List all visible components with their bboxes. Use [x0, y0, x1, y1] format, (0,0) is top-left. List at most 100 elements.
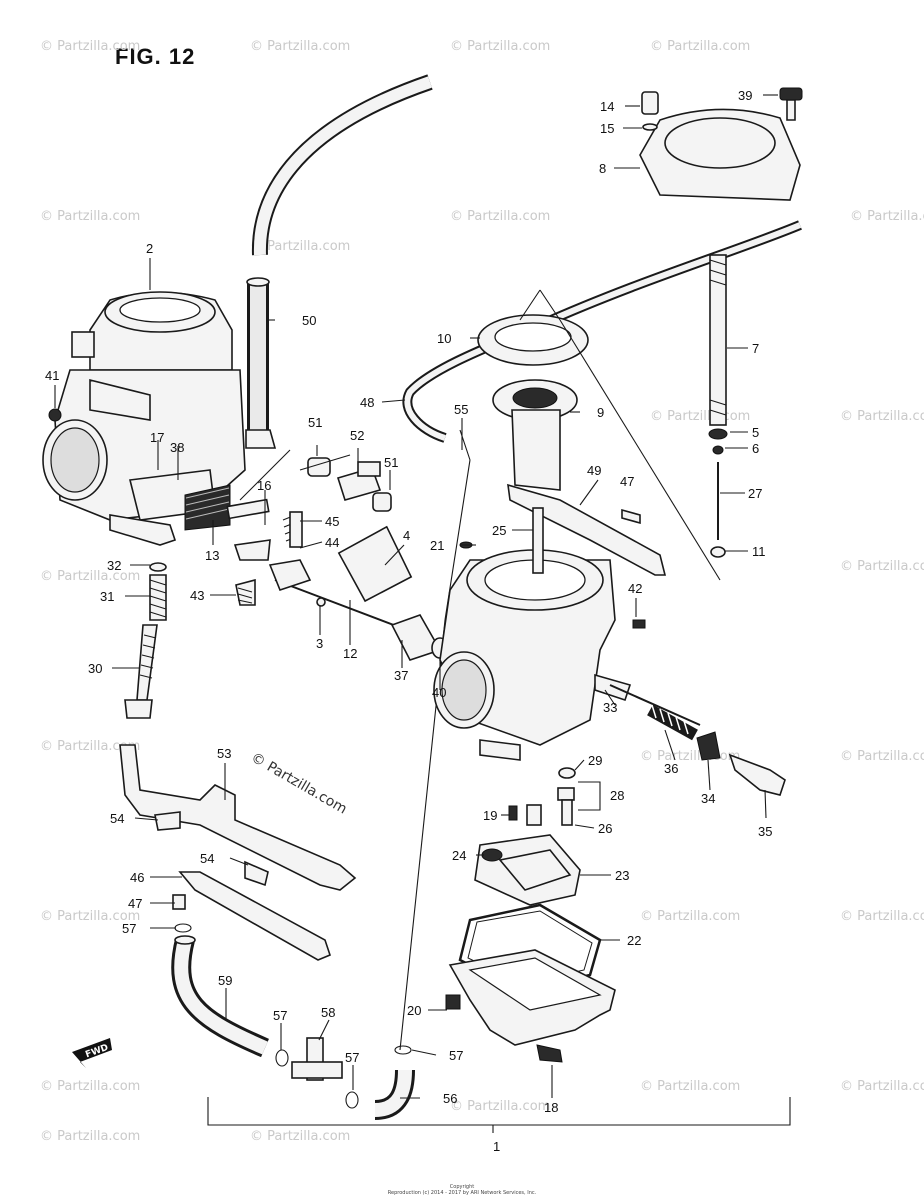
- callout-47-left: 47: [128, 896, 142, 911]
- callout-8: 8: [599, 161, 606, 176]
- callout-17: 17: [150, 430, 164, 445]
- callout-40: 40: [432, 685, 446, 700]
- callout-5: 5: [752, 425, 759, 440]
- callout-26: 26: [598, 821, 612, 836]
- callout-2: 2: [146, 241, 153, 256]
- callout-27: 27: [748, 486, 762, 501]
- callout-42: 42: [628, 581, 642, 596]
- fuel-hose-50: [245, 74, 433, 449]
- watermark: © Partzilla.com: [840, 909, 924, 924]
- callout-21: 21: [430, 538, 444, 553]
- watermark: © Partzilla.com: [840, 559, 924, 574]
- callout-14: 14: [600, 99, 614, 114]
- watermark: © Partzilla.com: [640, 749, 740, 764]
- callout-13: 13: [205, 548, 219, 563]
- callout-47-right: 47: [620, 474, 634, 489]
- callout-35: 35: [758, 824, 772, 839]
- callout-23: 23: [615, 868, 629, 883]
- callout-49: 49: [587, 463, 601, 478]
- callout-19: 19: [483, 808, 497, 823]
- callout-36: 36: [664, 761, 678, 776]
- callout-11: 11: [752, 544, 766, 559]
- callout-30: 30: [88, 661, 102, 676]
- watermark: © Partzilla.com: [450, 209, 550, 224]
- watermark: © Partzilla.com: [640, 909, 740, 924]
- carburetor-right: [433, 507, 701, 761]
- callout-37: 37: [394, 668, 408, 683]
- callout-54-right: 54: [200, 851, 214, 866]
- watermark: © Partzilla.com: [250, 239, 350, 254]
- watermark: © Partzilla.com: [840, 749, 924, 764]
- callout-4: 4: [403, 528, 410, 543]
- idle-screw-assembly: [124, 562, 167, 719]
- callout-20: 20: [407, 1003, 421, 1018]
- callout-34: 34: [701, 791, 715, 806]
- callout-57-b: 57: [273, 1008, 287, 1023]
- callout-54-left: 54: [110, 811, 124, 826]
- callout-51-right: 51: [384, 455, 398, 470]
- watermark: © Partzilla.com: [850, 209, 924, 224]
- callout-44: 44: [325, 535, 339, 550]
- callout-46: 46: [130, 870, 144, 885]
- fuel-t-fitting: [307, 457, 392, 512]
- callout-48: 48: [360, 395, 374, 410]
- fwd-label: FWD: [84, 1043, 110, 1060]
- watermark: © Partzilla.com: [450, 39, 550, 54]
- callout-59: 59: [218, 973, 232, 988]
- callout-18: 18: [544, 1100, 558, 1115]
- watermark: © Partzilla.com: [40, 909, 140, 924]
- callout-28: 28: [610, 788, 624, 803]
- callout-29: 29: [588, 753, 602, 768]
- callout-53: 53: [217, 746, 231, 761]
- callout-24: 24: [452, 848, 466, 863]
- watermark: © Partzilla.com: [40, 739, 140, 754]
- callout-31: 31: [100, 589, 114, 604]
- clip-54: [154, 811, 269, 887]
- diaphragm-10: [477, 314, 589, 366]
- callout-labels: 1 2 3 4 5 6 7 8 9 10 11 12 13 14 15 16 1…: [45, 88, 772, 1154]
- callout-22: 22: [627, 933, 641, 948]
- callout-52: 52: [350, 428, 364, 443]
- callout-43: 43: [190, 588, 204, 603]
- watermark: © Partzilla.com: [40, 39, 140, 54]
- figure-title: FIG. 12: [115, 44, 196, 69]
- callout-57-a: 57: [122, 921, 136, 936]
- callout-41: 41: [45, 368, 59, 383]
- needle-jet-assembly: [708, 254, 728, 558]
- watermark-dark: © Partzilla.com: [248, 750, 350, 818]
- callout-33: 33: [603, 700, 617, 715]
- throttle-linkage: [235, 511, 449, 661]
- float-bowl: [445, 949, 616, 1063]
- watermark: © Partzilla.com: [650, 409, 750, 424]
- top-cover: [639, 87, 803, 201]
- callout-39: 39: [738, 88, 752, 103]
- watermark: © Partzilla.com: [40, 209, 140, 224]
- callout-9: 9: [597, 405, 604, 420]
- callout-38: 38: [170, 440, 184, 455]
- watermark: © Partzilla.com: [40, 569, 140, 584]
- assembly-bracket: [207, 1097, 791, 1133]
- callout-25: 25: [492, 523, 506, 538]
- callout-57-c: 57: [345, 1050, 359, 1065]
- copyright-notice: Copyright Reproduction (c) 2014 - 2017 b…: [0, 1184, 924, 1196]
- piston-9: [492, 379, 578, 491]
- callout-15: 15: [600, 121, 614, 136]
- leader-lines: [54, 94, 778, 1099]
- callout-3: 3: [316, 636, 323, 651]
- callout-12: 12: [343, 646, 357, 661]
- callout-57-d: 57: [449, 1048, 463, 1063]
- hose-59: [171, 935, 269, 1058]
- pilot-screw-assembly: [647, 704, 786, 796]
- callout-32: 32: [107, 558, 121, 573]
- watermark: © Partzilla.com: [250, 1129, 350, 1144]
- watermark: © Partzilla.com: [650, 39, 750, 54]
- copyright-line: Reproduction (c) 2014 - 2017 by ARI Netw…: [387, 1190, 537, 1196]
- carburetor-left: [42, 291, 271, 561]
- callout-55: 55: [454, 402, 468, 417]
- callout-45: 45: [325, 514, 339, 529]
- fitting-58: [291, 1037, 343, 1081]
- callout-1: 1: [493, 1139, 500, 1154]
- gasket-22: [458, 903, 602, 992]
- callout-58: 58: [321, 1005, 335, 1020]
- watermark: © Partzilla.com: [840, 409, 924, 424]
